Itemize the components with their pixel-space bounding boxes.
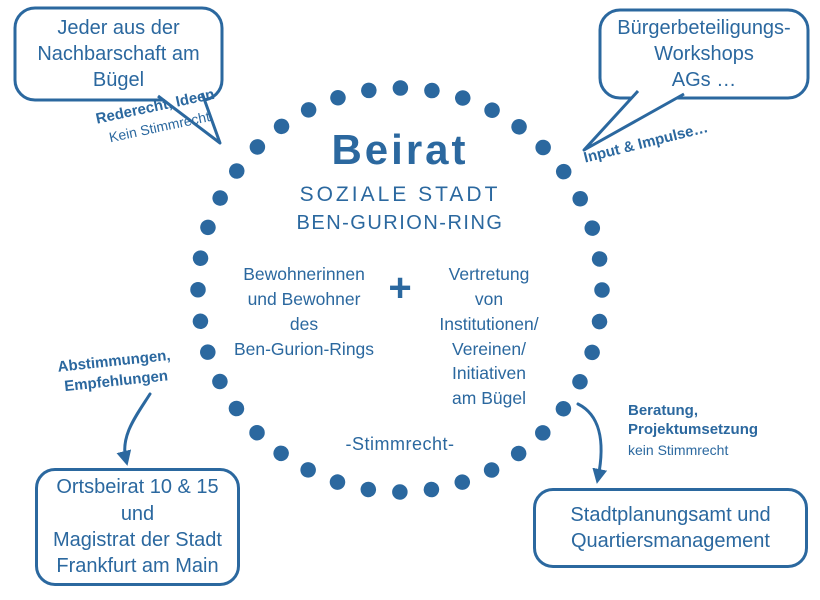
bubble-top-left-text: Jeder aus der Nachbarschaft am Bügel xyxy=(37,17,200,91)
subtitle-soziale-stadt: SOZIALE STADT xyxy=(299,183,501,206)
box-ortsbeirat-magistrat: Ortsbeirat 10 & 15 und Magistrat der Sta… xyxy=(35,468,240,586)
circle-title-block: Beirat SOZIALE STADT BEN-GURION-RING xyxy=(240,126,560,235)
member-group-residents: Bewohnerinnen und Bewohner des Ben-Gurio… xyxy=(233,264,375,359)
note-bottom-right-normal: kein Stimmrecht xyxy=(628,441,729,458)
subtitle-ben-gurion-ring: BEN-GURION-RING xyxy=(296,212,504,234)
note-bottom-right-bold: Beratung, Projektumsetzung xyxy=(628,402,759,438)
speech-bubble-top-right-tail xyxy=(582,89,685,152)
arrow-to-ortsbeirat xyxy=(116,392,152,466)
box-stadtplanungsamt: Stadtplanungsamt und Quartiersmanagement xyxy=(533,488,808,568)
member-group-institutions: Vertretung von Institutionen/ Vereinen/ … xyxy=(439,264,539,409)
speech-bubble-top-right-shape xyxy=(598,8,810,100)
voting-rights-label: -Stimmrecht- xyxy=(345,434,455,454)
plus-sign: + xyxy=(388,266,412,310)
note-bottom-right: Beratung, Projektumsetzung kein Stimmrec… xyxy=(628,402,808,459)
diagram-title: Beirat xyxy=(331,126,469,173)
speech-bubble-top-left-tail xyxy=(157,92,222,145)
arrow-to-stadtplanungsamt xyxy=(576,402,608,484)
bubble-top-right-text: Bürgerbeteiligungs- Workshops AGs … xyxy=(617,17,791,91)
speech-bubble-top-left-shape xyxy=(13,6,224,102)
dotted-ring xyxy=(190,80,610,500)
